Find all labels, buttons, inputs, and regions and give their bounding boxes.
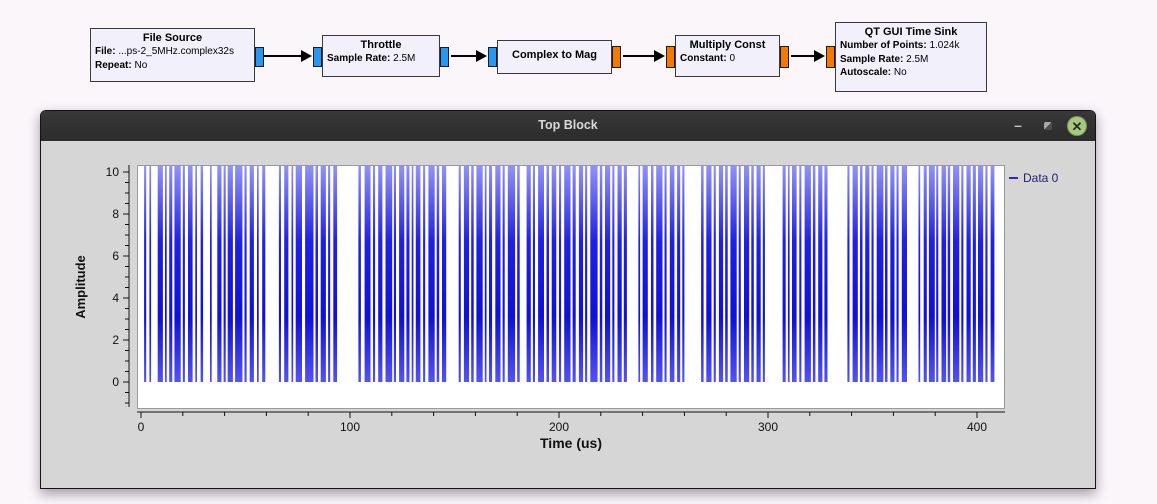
y-axis-label: Amplitude — [73, 255, 88, 319]
block-param: Constant: 0 — [680, 53, 736, 64]
connection-wire — [451, 50, 487, 62]
svg-text:6: 6 — [112, 249, 119, 263]
svg-text:2: 2 — [112, 333, 119, 347]
svg-text:100: 100 — [340, 420, 360, 434]
block-qt-gui-time-sink[interactable]: QT GUI Time Sink Number of Points: 1.024… — [826, 22, 987, 92]
output-port-float[interactable] — [780, 46, 789, 68]
maximize-button[interactable] — [1037, 115, 1059, 137]
block-param: Autoscale: No — [840, 67, 907, 78]
signal-pulses — [144, 165, 995, 382]
svg-text:4: 4 — [112, 291, 119, 305]
block-title: QT GUI Time Sink — [864, 26, 958, 38]
block-throttle[interactable]: Throttle Sample Rate: 2.5M — [313, 35, 449, 77]
svg-text:10: 10 — [106, 165, 120, 179]
block-param: Repeat: No — [95, 59, 148, 71]
block-multiply-const[interactable]: Multiply Const Constant: 0 — [666, 35, 789, 77]
svg-text:0: 0 — [112, 375, 119, 389]
block-title: File Source — [142, 32, 203, 44]
block-title: Complex to Mag — [512, 49, 597, 61]
input-port-complex[interactable] — [313, 47, 322, 67]
connection-wire — [623, 50, 665, 62]
block-title: Multiply Const — [689, 39, 766, 51]
legend-label: Data 0 — [1023, 171, 1059, 185]
svg-text:8: 8 — [112, 207, 119, 221]
block-param: Number of Points: 1.024k — [840, 40, 960, 51]
svg-text:400: 400 — [967, 420, 987, 434]
input-port-complex[interactable] — [488, 47, 497, 67]
close-icon: ✕ — [1071, 119, 1083, 134]
minimize-button[interactable]: – — [1014, 117, 1022, 133]
legend-line-icon — [1009, 177, 1018, 179]
window-title: Top Block — [538, 118, 598, 132]
restore-icon — [1044, 122, 1052, 130]
output-port-float[interactable] — [612, 46, 621, 68]
block-param: Sample Rate: 2.5M — [840, 53, 929, 65]
svg-text:200: 200 — [549, 420, 569, 434]
input-port-float[interactable] — [826, 46, 835, 68]
connection-wire — [264, 50, 312, 62]
output-port-complex[interactable] — [255, 47, 264, 67]
plot-canvas — [137, 165, 1005, 409]
block-complex-to-mag[interactable]: Complex to Mag — [488, 40, 621, 74]
block-title: Throttle — [360, 39, 402, 51]
input-port-float[interactable] — [666, 46, 675, 68]
output-port-complex[interactable] — [440, 47, 449, 67]
block-param: File: ...ps-2_5MHz.complex32s — [95, 46, 234, 57]
block-file-source[interactable]: File Source File: ...ps-2_5MHz.complex32… — [90, 28, 264, 82]
window-titlebar[interactable]: Top Block – ✕ — [41, 111, 1095, 141]
x-axis-label: Time (us) — [540, 435, 602, 451]
svg-text:0: 0 — [138, 420, 145, 434]
svg-text:300: 300 — [758, 420, 778, 434]
close-button[interactable]: ✕ — [1067, 116, 1087, 136]
block-param: Sample Rate: 2.5M — [327, 53, 416, 64]
legend[interactable]: Data 0 — [1009, 171, 1058, 185]
connection-wire — [791, 50, 825, 62]
grc-flowgraph: File Source File: ...ps-2_5MHz.complex32… — [0, 0, 1157, 105]
